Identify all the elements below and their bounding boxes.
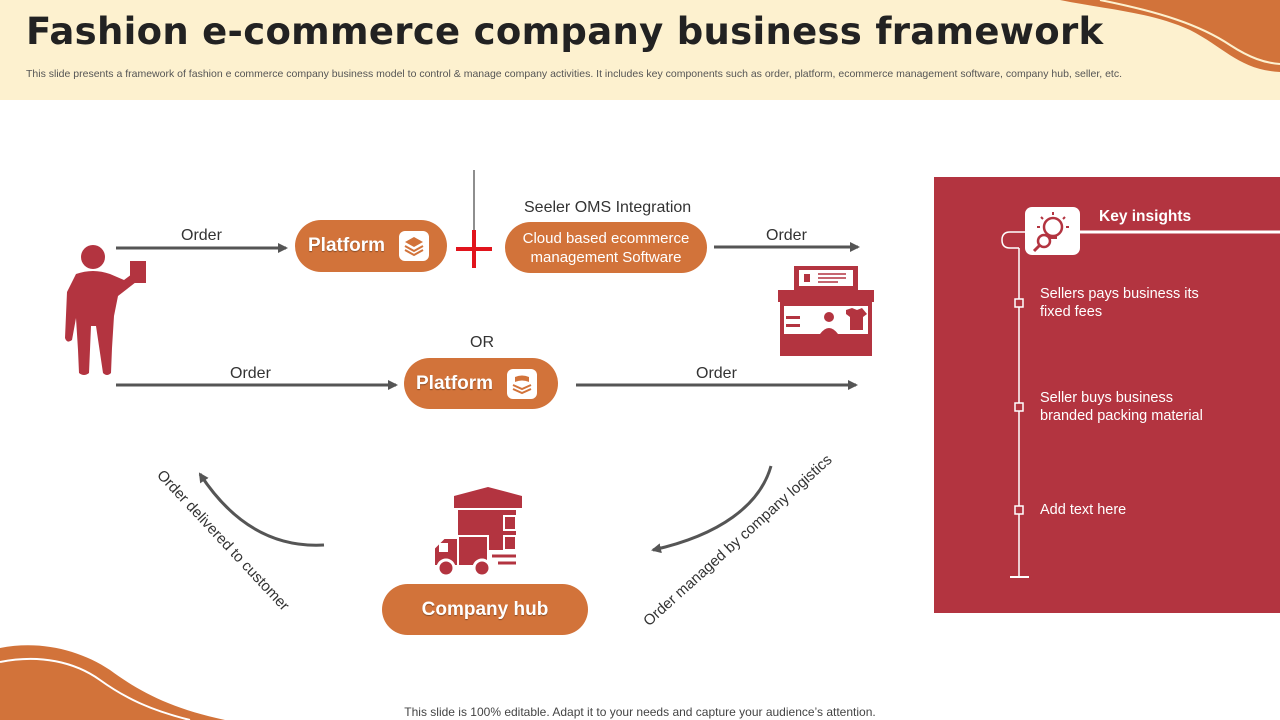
top-platform-label: Platform [308, 235, 386, 256]
mid-platform-pill: Platform [404, 358, 558, 409]
key-insights-panel: Key insights Sellers pays business its f… [934, 177, 1280, 613]
mid-order-right-label: Order [696, 365, 737, 382]
header-band [0, 0, 1280, 100]
or-label: OR [470, 334, 494, 351]
insights-title: Key insights [1099, 208, 1192, 225]
footer-wave-decoration [0, 645, 225, 720]
oms-software-label: Cloud based ecommerce management Softwar… [522, 229, 690, 266]
page-title: Fashion e-commerce company business fram… [26, 10, 1104, 53]
plus-icon [456, 230, 492, 268]
delivered-curve-arrow [198, 472, 325, 547]
mid-platform-label: Platform [416, 372, 494, 394]
footer-note: This slide is 100% editable. Adapt it to… [404, 705, 876, 719]
store-icon [778, 266, 874, 356]
insight-item-3: Add text here [1040, 502, 1127, 518]
header-wave-decoration [1060, 0, 1280, 72]
managed-curve-arrow [651, 465, 773, 554]
oms-software-pill: Cloud based ecommerce management Softwar… [505, 222, 707, 273]
top-platform-pill: Platform [295, 220, 447, 272]
mid-order-left-label: Order [230, 365, 271, 382]
page-subtitle: This slide presents a framework of fashi… [26, 68, 1123, 80]
top-order-left-label: Order [181, 227, 222, 244]
layers-icon [399, 231, 430, 261]
insight-item-1: Sellers pays business its fixed fees [1040, 286, 1199, 320]
insights-timeline [1001, 230, 1280, 578]
top-order-right-label: Order [766, 227, 807, 244]
company-hub-label: Company hub [421, 598, 549, 620]
insight-item-2: Seller buys business branded packing mat… [1040, 390, 1203, 424]
company-hub-pill: Company hub [382, 584, 588, 635]
insights-lightbulb-icon [1025, 207, 1080, 255]
oms-caption: Seeler OMS Integration [524, 199, 692, 216]
sliced-layers-icon [507, 368, 538, 399]
customer-person-icon [65, 245, 146, 375]
delivery-truck-icon [433, 487, 522, 578]
